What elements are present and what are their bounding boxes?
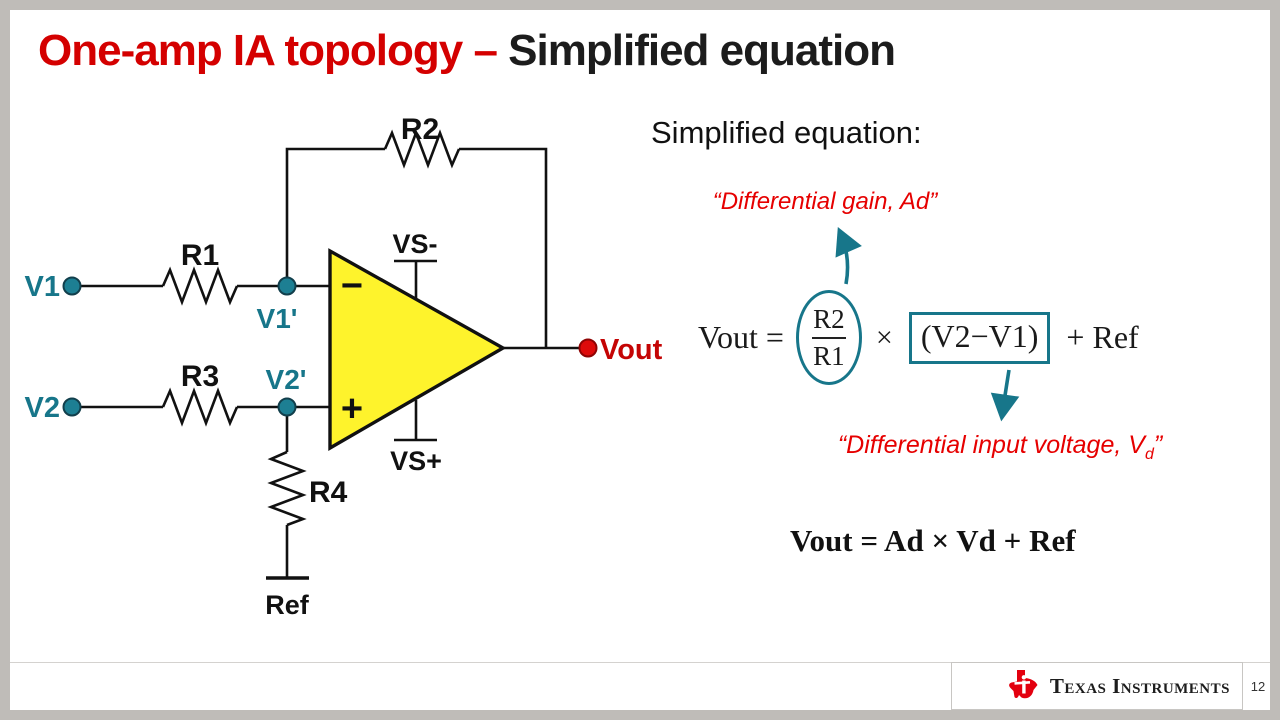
title-red-part: One-amp IA topology – [38, 26, 509, 75]
page-number: 12 [1250, 678, 1266, 694]
page-title: One-amp IA topology – Simplified equatio… [38, 26, 896, 76]
resistor-r4 [267, 450, 307, 527]
fraction-numerator: R2 [813, 303, 845, 334]
label-v2-prime: V2' [266, 364, 307, 395]
differential-input-caption: “Differential input voltage, Vd” [810, 431, 1190, 464]
gain-fraction-ellipse: R2 R1 [795, 290, 862, 385]
footer-brand-box: Texas Instruments [951, 662, 1243, 710]
slide-canvas: One-amp IA topology – Simplified equatio… [10, 10, 1270, 710]
footer-divider [10, 662, 1270, 663]
label-vs-minus: VS- [392, 229, 437, 259]
node-v1 [62, 276, 82, 296]
ti-letter-i-dot [1021, 675, 1026, 680]
opamp-inverting-input-sign: − [341, 265, 363, 307]
circuit-wires [72, 129, 581, 580]
fraction-bar [811, 336, 846, 339]
label-v1: V1 [25, 271, 60, 303]
fraction-denominator: R1 [813, 340, 845, 371]
ti-letter-i-stem [1022, 680, 1026, 694]
label-vout: Vout [600, 334, 663, 366]
differential-gain-caption: “Differential gain, Ad” [712, 188, 938, 215]
node-v2-prime [277, 397, 297, 417]
difference-term-box: (V2−V1) [908, 311, 1051, 364]
label-r3: R3 [181, 360, 219, 393]
resistor-r2 [383, 129, 461, 169]
wire-feedback-right [459, 147, 548, 348]
ref-term: + Ref [1066, 319, 1139, 355]
ti-letter-t-bar [1014, 681, 1030, 685]
resistor-r3 [161, 387, 239, 427]
input-caption-lead: “Differential input voltage, V [837, 431, 1145, 459]
opamp-noninverting-input-sign: + [341, 388, 363, 430]
ti-wordmark: Texas Instruments [1049, 673, 1230, 698]
input-caption-subscript: d [1144, 446, 1154, 463]
opamp-triangle [328, 248, 507, 451]
wire-feedback-left [285, 147, 385, 286]
label-ref: Ref [265, 590, 310, 620]
label-r4: R4 [309, 476, 348, 509]
input-caption-close-quote: ” [1153, 431, 1163, 459]
gain-arrow [835, 227, 862, 285]
node-vout [578, 338, 598, 358]
resistor-r1 [161, 266, 239, 306]
label-v2: V2 [25, 392, 60, 424]
label-r2: R2 [401, 113, 439, 146]
label-v1-prime: V1' [257, 303, 298, 334]
circuit-diagram: V1 V2 R1 R2 R3 R4 V1' V2' VS- VS+ − + Vo… [25, 113, 663, 620]
simplified-equation: Vout = Ad × Vd + Ref [790, 523, 1076, 558]
multiply-sign: × [875, 320, 893, 354]
main-equation: Vout = R2 R1 × (V2−V1) + Ref [698, 289, 1139, 386]
node-v1-prime [277, 276, 297, 296]
node-v2 [62, 397, 82, 417]
equation-lhs: Vout = [698, 319, 784, 355]
label-r1: R1 [181, 239, 219, 272]
simplified-equation-heading: Simplified equation: [651, 115, 922, 150]
label-vs-plus: VS+ [390, 446, 442, 476]
ti-logo-icon [1008, 670, 1038, 699]
title-black-part: Simplified equation [508, 26, 896, 75]
